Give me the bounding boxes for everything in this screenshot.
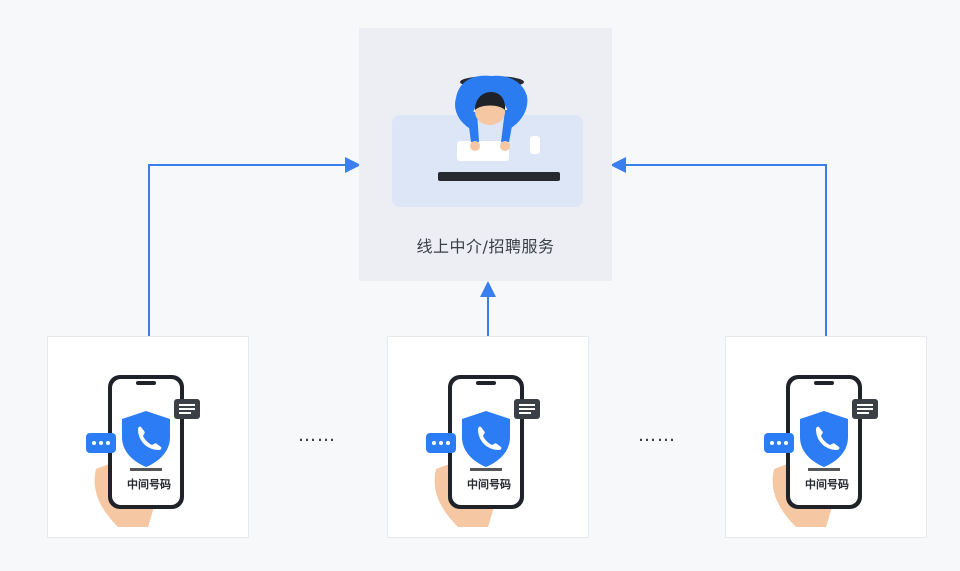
- phone-card-left: 中间号码: [47, 336, 249, 538]
- arrow-left-to-center: [148, 157, 361, 336]
- phone-card-middle: 中间号码: [387, 336, 589, 538]
- phone-shield-illustration: [426, 375, 540, 527]
- phone-shield-illustration: [764, 375, 878, 527]
- service-box: 线上中介/招聘服务: [359, 28, 612, 281]
- phone-card-right: 中间号码: [725, 336, 927, 538]
- service-label: 线上中介/招聘服务: [416, 237, 555, 256]
- phone-shield-illustration: [86, 375, 200, 527]
- phone-label: 中间号码: [127, 478, 171, 491]
- agent-at-desk-illustration: [392, 75, 583, 207]
- phone-label: 中间号码: [805, 478, 849, 491]
- ellipsis-separator: ……: [298, 425, 336, 446]
- ellipsis-separator: ……: [638, 425, 676, 446]
- phone-label: 中间号码: [467, 478, 511, 491]
- arrow-right-to-center: [610, 157, 827, 336]
